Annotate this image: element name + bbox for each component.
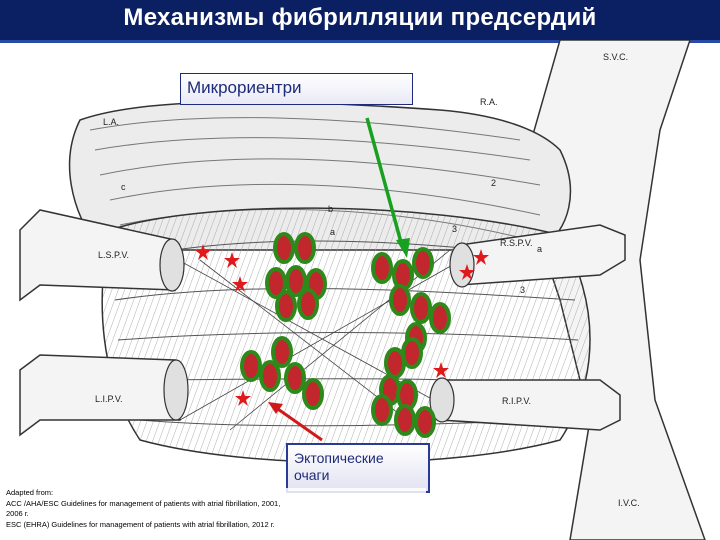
reentry-ring-icon — [371, 394, 393, 426]
reentry-ring-icon — [410, 292, 432, 324]
ectopic-star-icon — [195, 244, 211, 260]
microreentry-label: Микрориентри — [187, 78, 302, 97]
label-lipv: L.I.P.V. — [95, 394, 123, 404]
ectopic-star-icon — [433, 362, 449, 378]
reentry-ring-icon — [371, 252, 393, 284]
reentry-ring-icon — [259, 360, 281, 392]
reentry-ring-icon — [394, 404, 416, 436]
label-rspv: R.S.P.V. — [500, 238, 533, 248]
reentry-ring-icon — [412, 247, 434, 279]
reentry-ring-icon — [414, 406, 436, 438]
microreentry-label-box: Микрориентри — [180, 73, 413, 105]
reentry-cluster-left-lower — [240, 336, 324, 410]
ectopic-star-icon — [473, 249, 489, 265]
label-lspv: L.S.P.V. — [98, 250, 129, 260]
ectopic-foci — [195, 244, 489, 406]
marker-3b: 3 — [520, 285, 525, 295]
marker-3a: 3 — [452, 224, 457, 234]
reentry-ring-icon — [240, 350, 262, 382]
reference-line-3: ESC (EHRA) Guidelines for management of … — [6, 519, 275, 529]
lipv-vein — [19, 354, 181, 437]
ectopic-label-box: Эктопические очаги — [286, 443, 430, 493]
reference-line-1: ACC /AHA/ESC Guidelines for management o… — [6, 498, 281, 508]
label-ripv: R.I.P.V. — [502, 396, 531, 406]
marker-a2: a — [537, 244, 542, 254]
reentry-ring-icon — [273, 232, 295, 264]
ectopic-label: Эктопические очаги — [294, 450, 384, 483]
microreentry-arrow — [365, 117, 404, 247]
reentry-cluster-left-upper — [265, 232, 327, 322]
ectopic-star-icon — [232, 276, 248, 292]
reentry-ring-icon — [297, 288, 319, 320]
reentry-ring-icon — [294, 232, 316, 264]
label-svc: S.V.C. — [603, 52, 628, 62]
label-la: L.A. — [103, 117, 119, 127]
ectopic-star-icon — [224, 252, 240, 268]
reentry-ring-icon — [401, 337, 423, 369]
reentry-ring-icon — [271, 336, 293, 368]
reentry-ring-icon — [285, 265, 307, 297]
reference-line-2: 2006 г. — [6, 509, 29, 518]
reentry-cluster-right-upper — [371, 247, 451, 354]
reentry-ring-icon — [429, 302, 451, 334]
reentry-cluster-right-lower — [371, 337, 436, 438]
microreentry-arrowhead — [396, 238, 410, 258]
marker-b: b — [328, 204, 333, 214]
title-bar: Механизмы фибрилляции предсердий — [0, 0, 720, 43]
reentry-ring-icon — [302, 378, 324, 410]
ectopic-star-icon — [459, 264, 475, 280]
label-ivc: I.V.C. — [618, 498, 640, 508]
marker-c: c — [121, 182, 126, 192]
reentry-ring-icon — [284, 362, 306, 394]
reentry-ring-icon — [275, 290, 297, 322]
reentry-ring-icon — [389, 284, 411, 316]
ectopic-arrowhead — [268, 402, 283, 414]
ectopic-star-icon — [235, 390, 251, 406]
marker-a: a — [330, 227, 335, 237]
references: Adapted from: ACC /AHA/ESC Guidelines fo… — [6, 488, 426, 530]
atrial-anatomy-diagram: S.V.C. R.A. L.A. L.S.P.V. L.I.P.V. R.S.P… — [19, 40, 706, 540]
marker-2: 2 — [491, 178, 496, 188]
page-title: Механизмы фибрилляции предсердий — [123, 4, 597, 31]
reentry-ring-icon — [265, 267, 287, 299]
ectopic-arrow — [274, 405, 323, 442]
label-ra: R.A. — [480, 97, 498, 107]
references-heading: Adapted from: — [6, 488, 54, 497]
